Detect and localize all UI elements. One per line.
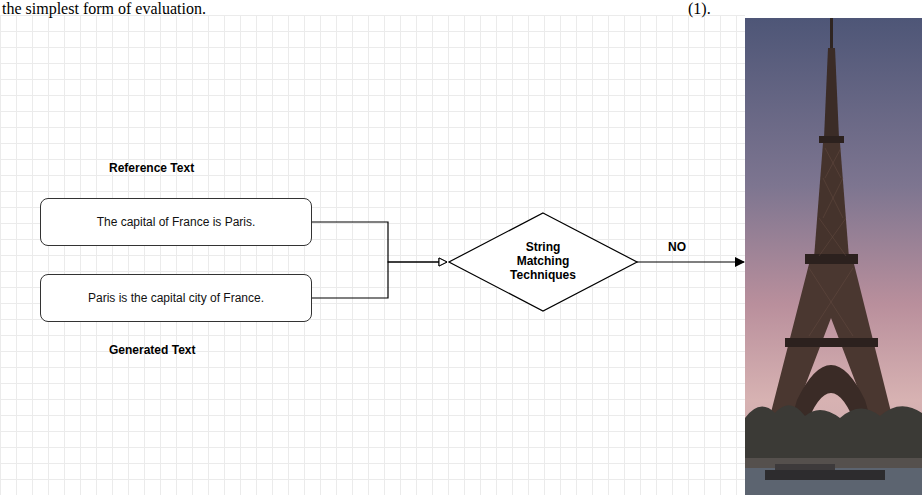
eiffel-tower-photo <box>745 18 922 495</box>
box-heading: Reference Text <box>109 161 194 175</box>
decision-text: String Matching Techniques <box>500 241 586 282</box>
page-text: (1). <box>688 0 711 18</box>
page-text: the simplest form of evaluation. <box>2 0 206 18</box>
no-arrow <box>620 261 744 262</box>
decision-outcome: NO <box>668 240 686 254</box>
grid-background <box>0 15 745 495</box>
box-heading: Generated Text <box>109 343 195 357</box>
box-text: Paris is the capital city of France. <box>88 291 264 305</box>
text-box: Paris is the capital city of France.Gene… <box>40 274 312 322</box>
box-text: The capital of France is Paris. <box>97 215 256 229</box>
decision-diamond: String Matching Techniques <box>447 212 639 312</box>
connector <box>312 262 447 298</box>
text-box: Reference TextThe capital of France is P… <box>40 198 312 246</box>
connector <box>312 222 447 262</box>
